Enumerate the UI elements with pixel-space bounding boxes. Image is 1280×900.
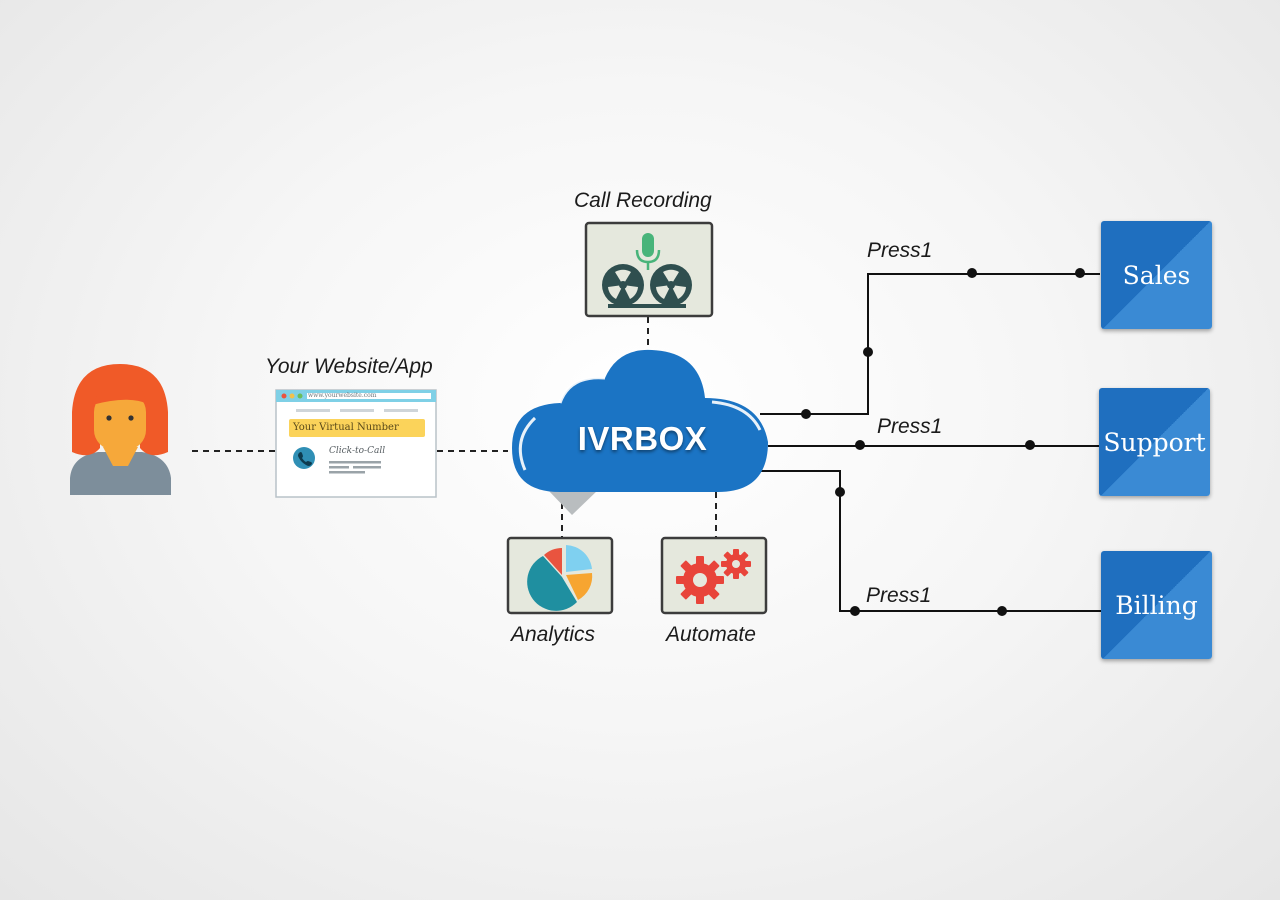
route-billing — [760, 470, 1101, 612]
support-box: Support — [1099, 388, 1210, 496]
website-app-label: Your Website/App — [265, 355, 433, 378]
pie-chart-icon — [527, 545, 593, 611]
press-support-label: Press1 — [877, 415, 943, 438]
billing-box: Billing — [1101, 551, 1212, 659]
route-sales — [760, 273, 1100, 415]
sales-label: Sales — [1122, 260, 1191, 290]
virtual-number-text: Your Virtual Number — [293, 422, 399, 433]
ivrbox-cloud — [512, 349, 768, 515]
virtual-number-bar — [289, 419, 425, 437]
press-sales-label: Press1 — [867, 239, 933, 262]
billing-label: Billing — [1115, 590, 1198, 620]
automate-label: Automate — [666, 623, 756, 646]
call-recording-box — [584, 221, 714, 318]
person-avatar-icon — [70, 364, 171, 495]
press-billing-label: Press1 — [866, 584, 932, 607]
click-to-call-text: Click-to-Call — [329, 446, 386, 456]
automate-box — [660, 536, 768, 615]
analytics-label: Analytics — [511, 623, 596, 646]
website-url: www.yourwebsite.com — [308, 392, 377, 399]
website-window — [275, 389, 437, 498]
call-recording-label: Call Recording — [574, 189, 712, 212]
url-bar — [307, 393, 431, 399]
phone-icon — [293, 447, 315, 469]
tape-reel-microphone-icon — [602, 233, 692, 308]
analytics-box — [506, 536, 614, 615]
sales-box: Sales — [1101, 221, 1212, 329]
gears-icon — [676, 549, 751, 604]
support-label: Support — [1103, 427, 1206, 457]
route-dots — [801, 268, 1085, 616]
ivrbox-title: IVRBOX — [577, 420, 708, 457]
